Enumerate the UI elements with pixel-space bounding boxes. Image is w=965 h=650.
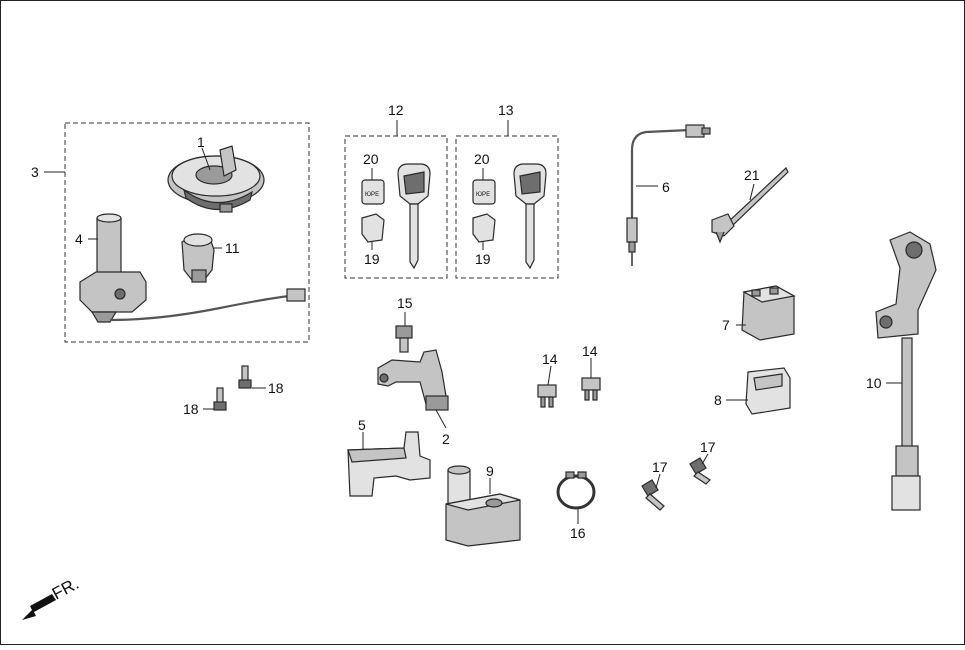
cable-tie-part: [711, 167, 789, 244]
callout-19b: 19: [475, 251, 491, 267]
group-box-3: [64, 122, 310, 343]
callout-1: 1: [197, 134, 205, 150]
front-direction-indicator: FR.: [22, 574, 82, 620]
callout-13: 13: [498, 102, 514, 118]
bolt-15-part: [395, 325, 413, 353]
key-tag-text-b: ЮРЕ: [476, 192, 490, 198]
callout-15: 15: [397, 295, 413, 311]
holder-8-part: [745, 367, 791, 415]
screw-18b-part: [238, 365, 252, 389]
screw-18a-part: [213, 387, 227, 411]
leader-lines: [44, 120, 902, 524]
callout-14a: 14: [542, 351, 558, 367]
callout-2: 2: [442, 431, 450, 447]
callout-19a: 19: [364, 251, 380, 267]
bracket-2-part: [377, 349, 449, 411]
front-arrow-icon: [22, 594, 56, 620]
lock-cylinder-part: [181, 233, 215, 283]
fuel-cap-part: [167, 145, 265, 213]
cover-9-part: [445, 465, 521, 547]
callout-6: 6: [662, 179, 670, 195]
key-tag-19b: [472, 213, 496, 243]
callout-16: 16: [570, 525, 586, 541]
callout-10: 10: [866, 375, 882, 391]
callout-18a: 18: [183, 401, 199, 417]
callout-20b: 20: [474, 151, 490, 167]
callout-18b: 18: [268, 380, 284, 396]
sensor-cable-part: [626, 124, 711, 266]
cable-bracket-10-part: [875, 231, 937, 511]
callout-17a: 17: [652, 459, 668, 475]
clamp-16-part: [556, 471, 596, 510]
callout-3: 3: [31, 164, 39, 180]
callout-9: 9: [486, 463, 494, 479]
callout-4: 4: [75, 231, 83, 247]
relay-7-part: [741, 285, 796, 341]
key-set-13: ЮРЕ: [472, 163, 547, 270]
fuse-14a-part: [537, 384, 557, 408]
key-set-12: ЮРЕ: [361, 163, 431, 270]
callout-7: 7: [722, 317, 730, 333]
key-tag-20b: [472, 179, 496, 205]
callout-14b: 14: [582, 343, 598, 359]
key-tag-19a: [361, 213, 385, 243]
group-box-13: [455, 135, 559, 279]
bolt-17a-part: [641, 479, 665, 511]
group-box-12: [344, 135, 448, 279]
callout-21: 21: [744, 167, 760, 183]
callout-5: 5: [358, 417, 366, 433]
bracket-5-part: [347, 431, 431, 497]
callout-labels: 1 2 3 4 5 6 7 8 9 10 11 12 13 14 14 15 1…: [31, 102, 882, 541]
callout-12: 12: [388, 102, 404, 118]
key-tag-20a: [361, 179, 385, 205]
callout-20a: 20: [363, 151, 379, 167]
callout-8: 8: [714, 392, 722, 408]
ignition-switch-part: [79, 213, 306, 323]
callout-11: 11: [225, 240, 240, 256]
key-tag-text-a: ЮРЕ: [365, 192, 379, 198]
bolt-17b-part: [689, 457, 711, 485]
callout-17b: 17: [700, 439, 716, 455]
fuse-14b-part: [581, 377, 601, 401]
